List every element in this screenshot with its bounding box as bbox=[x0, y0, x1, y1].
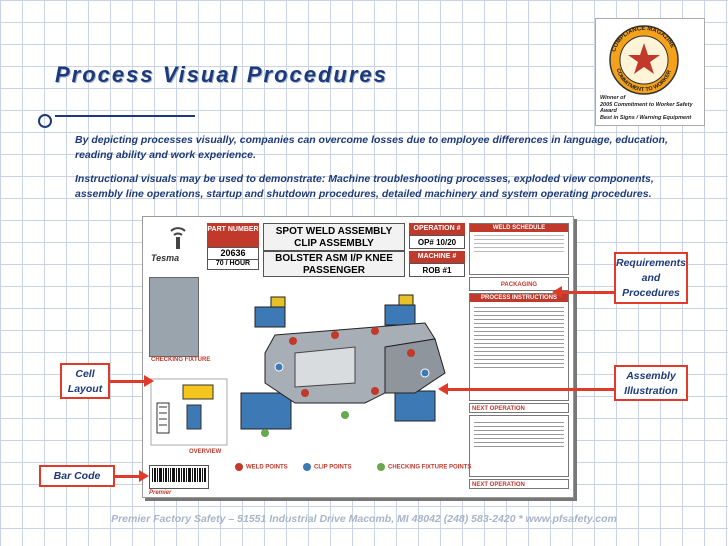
process-instructions-title: PROCESS INSTRUCTIONS bbox=[470, 294, 568, 302]
arrow-head-right-icon bbox=[139, 470, 149, 482]
cell-overview-diagram bbox=[149, 377, 229, 449]
overview-layout-icon bbox=[150, 378, 228, 446]
machine-value: ROB #1 bbox=[409, 263, 465, 277]
legend-weld-points: WELD POINTS bbox=[235, 463, 288, 471]
part-number-label: PART NUMBER bbox=[207, 223, 259, 247]
cell-layout-arrow bbox=[110, 380, 146, 383]
requirements-callout: Requirements and Procedures bbox=[614, 252, 688, 304]
next-operation-label: NEXT OPERATION bbox=[469, 403, 569, 413]
barcode-box bbox=[149, 465, 209, 489]
process-instructions-box: PROCESS INSTRUCTIONS bbox=[469, 293, 569, 401]
weld-schedule-title: WELD SCHEDULE bbox=[470, 224, 568, 232]
arrow-head-right-icon bbox=[144, 375, 154, 387]
bar-code-arrow bbox=[115, 475, 141, 478]
award-seal-icon: COMPLIANCE MAGAZINE COMMITMENT TO WORKER bbox=[609, 25, 679, 95]
tesma-logo-icon bbox=[170, 227, 186, 249]
legend-label: CHECKING FIXTURE POINTS bbox=[388, 464, 472, 471]
legend-checking-fixture: CHECKING FIXTURE POINTS bbox=[377, 463, 471, 471]
brand-logo: Tesma bbox=[149, 223, 201, 267]
legend-clip-points: CLIP POINTS bbox=[303, 463, 352, 471]
green-dot-icon bbox=[377, 463, 385, 471]
award-line: Best in Signs / Warning Equipment bbox=[600, 114, 692, 121]
arrow-head-left-icon bbox=[552, 286, 562, 298]
legend-label: CLIP POINTS bbox=[314, 464, 352, 471]
legend-label: WELD POINTS bbox=[246, 464, 288, 471]
bar-code-callout: Bar Code bbox=[39, 465, 115, 487]
award-line: 2005 Commitment to Worker Safety Award bbox=[600, 101, 693, 115]
rate-value: 70 / HOUR bbox=[207, 260, 259, 270]
overview-label: OVERVIEW bbox=[189, 449, 222, 455]
award-caption: Winner of 2005 Commitment to Worker Safe… bbox=[600, 95, 704, 121]
footer-contact: Premier Factory Safety – 51551 Industria… bbox=[111, 513, 617, 525]
operation-label: OPERATION # bbox=[409, 223, 465, 235]
packaging-label: PACKAGING bbox=[469, 277, 569, 291]
part-number-value: 20636 bbox=[207, 247, 259, 260]
barcode-icon bbox=[152, 468, 206, 482]
next-operation-steps bbox=[469, 415, 569, 477]
blue-dot-icon bbox=[303, 463, 311, 471]
intro-paragraph: Instructional visuals may be used to dem… bbox=[75, 173, 654, 200]
visual-procedure-poster: Tesma PART NUMBER 20636 70 / HOUR SPOT W… bbox=[142, 216, 574, 498]
arrow-head-left-icon bbox=[438, 383, 448, 395]
page-title: Process Visual Procedures bbox=[55, 62, 388, 87]
maker-logo: Premier bbox=[149, 490, 172, 496]
requirements-arrow bbox=[560, 291, 614, 294]
next-operation-label-2: NEXT OPERATION bbox=[469, 479, 569, 489]
cell-layout-callout: Cell Layout bbox=[60, 363, 110, 399]
safety-award-badge: COMPLIANCE MAGAZINE COMMITMENT TO WORKER… bbox=[595, 18, 705, 126]
assembly-diagram-icon bbox=[240, 294, 446, 437]
intro-paragraph: By depicting processes visually, compani… bbox=[75, 134, 668, 161]
red-dot-icon bbox=[235, 463, 243, 471]
assembly-arrow bbox=[446, 388, 614, 391]
cell-photo bbox=[149, 277, 199, 357]
machine-label: MACHINE # bbox=[409, 251, 465, 263]
assembly-subtitle: BOLSTER ASM I/P KNEE PASSENGER bbox=[263, 251, 405, 277]
assembly-illustration bbox=[235, 283, 465, 451]
operation-value: OP# 10/20 bbox=[409, 235, 465, 249]
checking-fixture-label: CHECKING FIXTURE bbox=[151, 357, 211, 363]
assembly-title: SPOT WELD ASSEMBLY CLIP ASSEMBLY bbox=[263, 223, 405, 251]
brand-name: Tesma bbox=[151, 253, 180, 263]
award-line: Winner of bbox=[600, 95, 626, 101]
title-rule bbox=[55, 115, 195, 117]
assembly-callout: Assembly Illustration bbox=[614, 365, 688, 401]
weld-schedule-box: WELD SCHEDULE bbox=[469, 223, 569, 275]
title-rule-circle bbox=[38, 114, 52, 128]
